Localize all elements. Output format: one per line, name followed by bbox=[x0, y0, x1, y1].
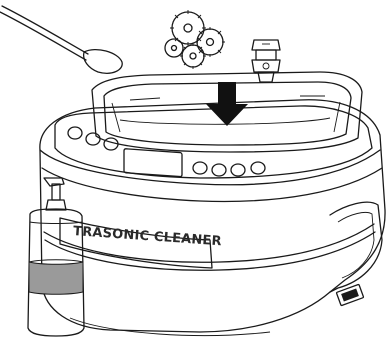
side-handle bbox=[330, 202, 382, 292]
down-arrow-icon bbox=[206, 82, 248, 126]
button-left-1[interactable] bbox=[68, 127, 82, 139]
button-left-2[interactable] bbox=[86, 133, 100, 145]
button-right-3[interactable] bbox=[231, 164, 245, 176]
gears-icon bbox=[165, 10, 225, 69]
button-right-4[interactable] bbox=[251, 162, 265, 174]
button-right-1[interactable] bbox=[193, 162, 207, 174]
soap-bottle-icon bbox=[28, 178, 84, 336]
cleaner-body bbox=[40, 100, 385, 336]
bottle-label-band bbox=[29, 262, 83, 294]
label-text: TRASONIC CLEANER bbox=[73, 224, 223, 249]
valve-part-icon bbox=[252, 40, 280, 82]
label-plate: TRASONIC CLEANER bbox=[60, 218, 222, 268]
spoon-icon bbox=[0, 6, 122, 73]
display-screen bbox=[124, 149, 182, 177]
button-right-2[interactable] bbox=[212, 164, 226, 176]
